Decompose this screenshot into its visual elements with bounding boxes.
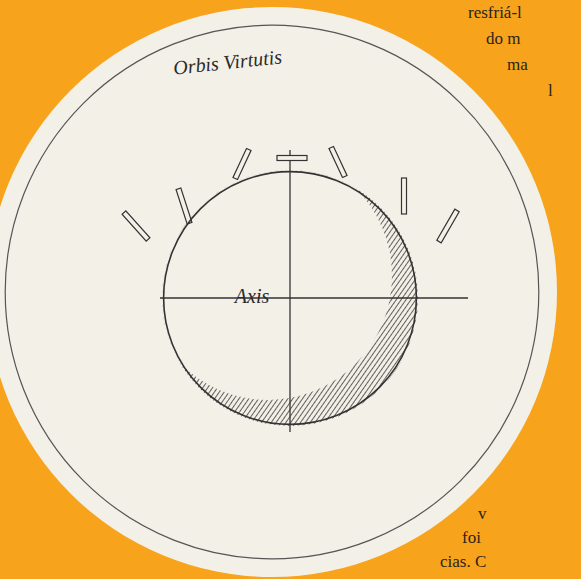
needle-symbols <box>122 146 459 242</box>
orbis-circle: Orbis VirtutisAxis <box>4 24 540 560</box>
text-fragment: ma <box>507 56 528 73</box>
text-fragment: cias. C <box>440 553 486 570</box>
text-fragment: do m <box>486 30 520 47</box>
text-fragment: l <box>548 82 553 99</box>
equator-line <box>160 297 468 298</box>
terrella-sphere-outline <box>162 170 418 426</box>
terrella-sphere-ring <box>164 172 417 425</box>
shaded-crescent <box>144 152 422 430</box>
orbis-circle-ring <box>5 25 539 559</box>
parchment-disc <box>0 7 557 577</box>
axis-line <box>289 150 290 432</box>
axis-label: Axis <box>235 286 269 306</box>
text-fragment: resfriá-l <box>468 4 522 21</box>
orbis-circle-outline <box>4 24 540 560</box>
circle-title: Orbis Virtutis <box>173 46 284 77</box>
text-fragment: foi <box>462 529 481 546</box>
terrella-sphere: Axis <box>162 170 418 426</box>
text-fragment: v <box>478 505 487 522</box>
